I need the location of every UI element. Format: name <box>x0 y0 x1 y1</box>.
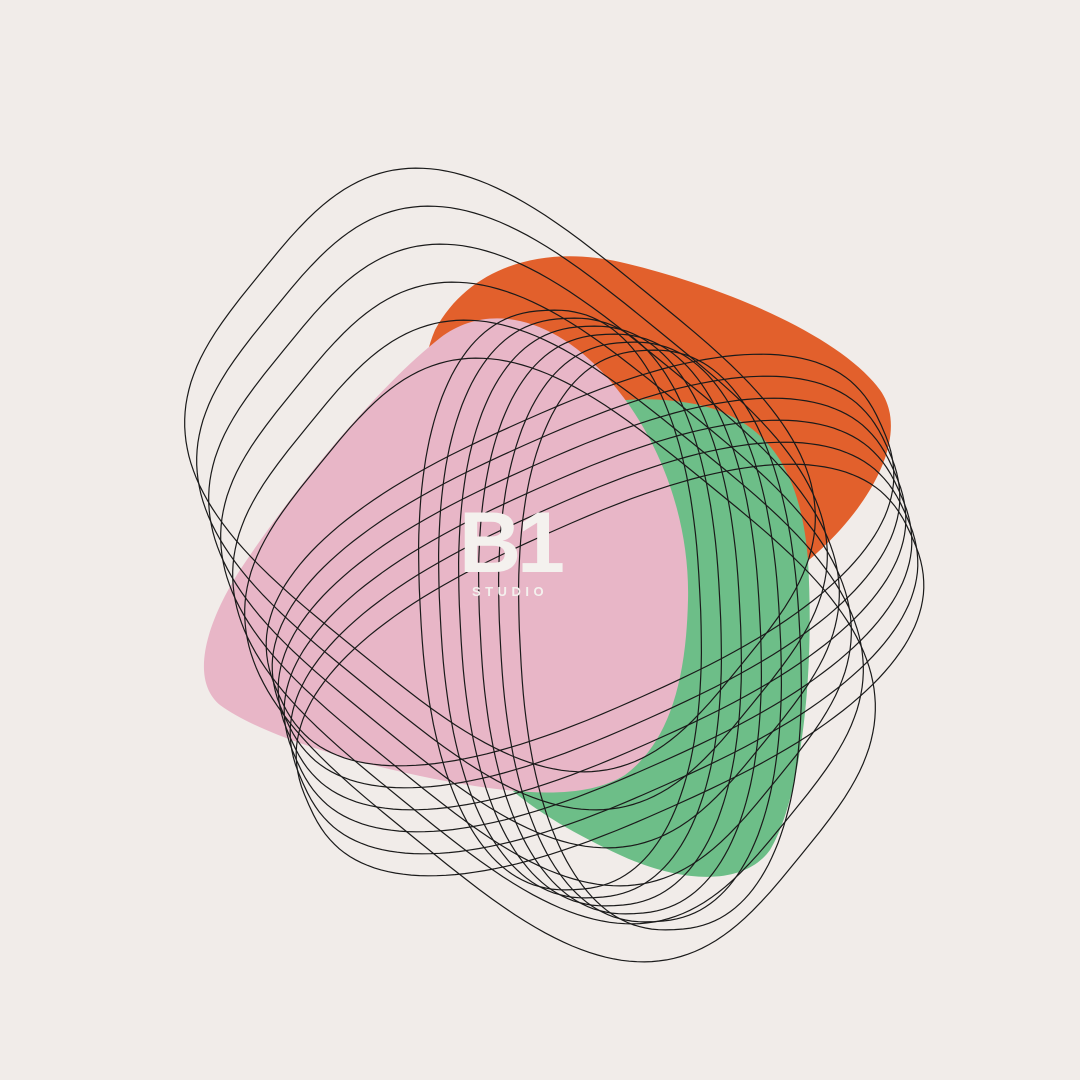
pink-blob-shape <box>203 318 689 793</box>
outline-ring <box>295 463 925 877</box>
outline-ring <box>517 349 803 931</box>
outline-ring <box>208 243 840 849</box>
outline-ring <box>497 341 783 923</box>
outline-ring <box>196 205 828 811</box>
outline-ring <box>232 319 864 925</box>
logo-subline: STUDIO <box>472 584 548 599</box>
outline-ring <box>184 167 816 773</box>
studio-logo: B1 STUDIO <box>459 495 567 599</box>
outline-ring <box>457 325 743 907</box>
outline-rings-group <box>184 167 925 963</box>
outline-ring <box>417 309 703 891</box>
outline-ring <box>437 317 723 899</box>
outline-ring <box>289 441 919 855</box>
outline-ring <box>477 333 763 915</box>
logo-wordmark: B1 <box>459 495 563 591</box>
